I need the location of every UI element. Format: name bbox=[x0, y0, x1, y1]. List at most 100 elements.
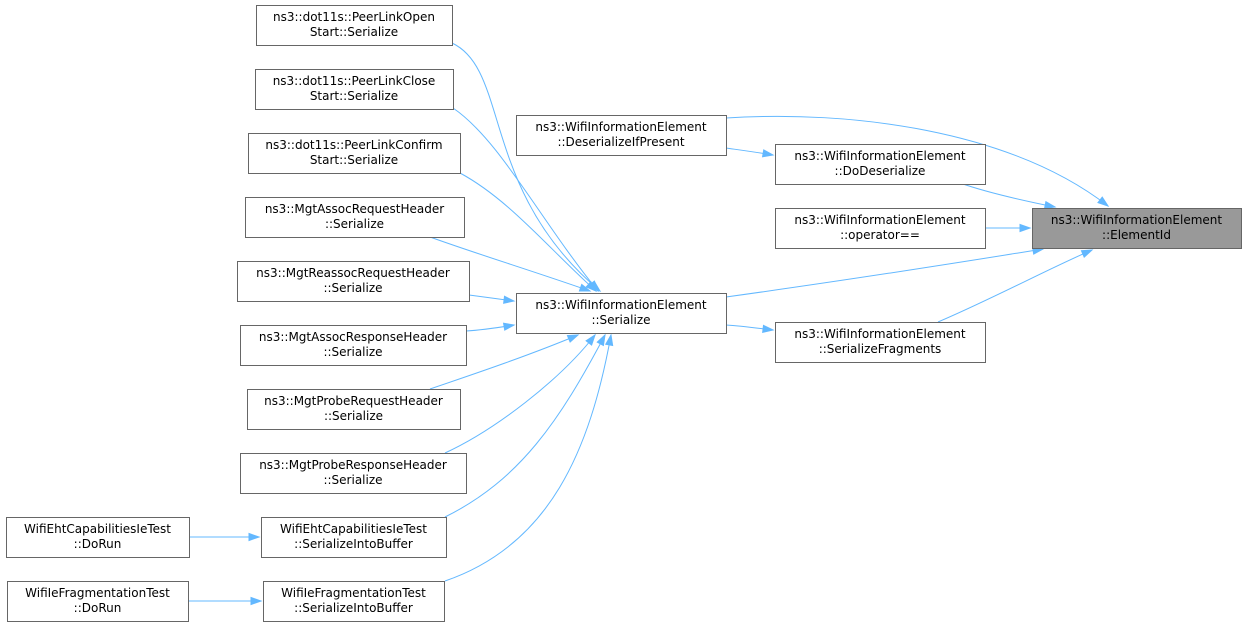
edge-line bbox=[444, 334, 612, 582]
arrowhead-icon bbox=[1043, 200, 1057, 210]
node-ehtDoRun[interactable]: WifiEhtCapabilitiesIeTest::DoRun bbox=[6, 517, 190, 558]
edge-reassocRequest-to-serialize bbox=[468, 294, 516, 304]
arrowhead-icon bbox=[1019, 223, 1032, 233]
node-peerLinkOpen[interactable]: ns3::dot11s::PeerLinkOpenStart::Serializ… bbox=[256, 5, 453, 46]
edge-serialize-to-serializeFragments bbox=[725, 324, 775, 333]
node-label-line1: ns3::WifiInformationElement bbox=[1051, 213, 1223, 227]
arrowhead-icon bbox=[596, 333, 606, 347]
node-box bbox=[255, 69, 454, 110]
arrowhead-icon bbox=[250, 596, 263, 606]
edge-operatorEq-to-root bbox=[985, 223, 1032, 233]
arrowhead-icon bbox=[1097, 196, 1110, 207]
edge-assocResponse-to-serialize bbox=[465, 322, 516, 332]
edge-assocRequest-to-serialize bbox=[429, 236, 592, 292]
node-box bbox=[775, 322, 986, 363]
node-label-line1: WifiEhtCapabilitiesIeTest bbox=[280, 522, 427, 536]
edge-ehtDoRun-to-ehtSerializeIntoBuffer bbox=[189, 532, 261, 542]
node-operatorEq[interactable]: ns3::WifiInformationElement::operator== bbox=[775, 208, 986, 249]
node-reassocRequest[interactable]: ns3::MgtReassocRequestHeader::Serialize bbox=[237, 261, 470, 302]
arrowhead-icon bbox=[585, 280, 598, 293]
node-label-line1: ns3::MgtAssocResponseHeader bbox=[259, 330, 447, 344]
node-label-line1: ns3::WifiInformationElement bbox=[794, 149, 966, 163]
node-assocRequest[interactable]: ns3::MgtAssocRequestHeader::Serialize bbox=[245, 197, 465, 238]
node-serializeFragments[interactable]: ns3::WifiInformationElement::SerializeFr… bbox=[775, 322, 986, 363]
node-label-line1: ns3::MgtProbeResponseHeader bbox=[259, 458, 447, 472]
edge-peerLinkOpen-to-serialize bbox=[451, 42, 602, 292]
node-label-line2: ::SerializeIntoBuffer bbox=[294, 601, 413, 615]
node-label-line2: ::Serialize bbox=[323, 473, 382, 487]
edge-line bbox=[429, 334, 579, 390]
node-box bbox=[248, 133, 461, 174]
node-label-line2: ::SerializeFragments bbox=[819, 342, 942, 356]
arrowhead-icon bbox=[604, 333, 614, 347]
node-serialize[interactable]: ns3::WifiInformationElement::Serialize bbox=[516, 293, 727, 334]
arrowhead-icon bbox=[762, 324, 775, 333]
edge-line bbox=[444, 334, 606, 518]
node-label-line1: ns3::dot11s::PeerLinkOpen bbox=[273, 10, 435, 24]
node-label-line2: ::SerializeIntoBuffer bbox=[294, 537, 413, 551]
node-peerLinkClose[interactable]: ns3::dot11s::PeerLinkCloseStart::Seriali… bbox=[255, 69, 454, 110]
edge-line bbox=[451, 42, 601, 292]
arrowhead-icon bbox=[585, 333, 596, 346]
edge-serializeFragments-to-root bbox=[937, 249, 1094, 323]
edge-line bbox=[959, 182, 1056, 208]
node-box bbox=[7, 581, 189, 622]
edge-probeRequest-to-serialize bbox=[429, 334, 580, 390]
arrowhead-icon bbox=[1080, 249, 1094, 259]
node-label-line2: ::DoRun bbox=[74, 601, 122, 615]
edge-deserializeIfPresent-to-doDeserialize bbox=[725, 147, 775, 158]
node-fragSerializeIntoBuffer[interactable]: WifiIeFragmentationTest::SerializeIntoBu… bbox=[263, 581, 445, 622]
node-label-line2: ::DoDeserialize bbox=[835, 164, 926, 178]
node-label-line2: ::DoRun bbox=[74, 537, 122, 551]
edge-line bbox=[429, 236, 591, 292]
edge-line bbox=[459, 172, 597, 292]
edge-probeResponse-to-serialize bbox=[444, 333, 596, 454]
nodes-layer: ns3::WifiInformationElement::ElementIdns… bbox=[6, 5, 1242, 622]
node-label-line2: ::Serialize bbox=[591, 313, 650, 327]
edge-fragSerializeIntoBuffer-to-serialize bbox=[444, 333, 614, 582]
node-label-line1: ns3::WifiInformationElement bbox=[535, 298, 707, 312]
node-label-line2: Start::Serialize bbox=[310, 153, 398, 167]
node-probeResponse[interactable]: ns3::MgtProbeResponseHeader::Serialize bbox=[240, 453, 467, 494]
node-box bbox=[516, 293, 727, 334]
node-box bbox=[240, 325, 467, 366]
node-label-line1: ns3::dot11s::PeerLinkConfirm bbox=[265, 138, 442, 152]
node-box bbox=[263, 581, 445, 622]
arrowhead-icon bbox=[502, 322, 516, 331]
node-label-line2: ::DeserializeIfPresent bbox=[557, 135, 684, 149]
node-label-line1: ns3::WifiInformationElement bbox=[535, 120, 707, 134]
arrowhead-icon bbox=[578, 283, 592, 292]
edge-line bbox=[452, 107, 599, 292]
node-box bbox=[256, 5, 453, 46]
node-box bbox=[240, 453, 467, 494]
node-label-line2: Start::Serialize bbox=[310, 25, 398, 39]
node-label-line1: ns3::dot11s::PeerLinkClose bbox=[273, 74, 436, 88]
node-box bbox=[775, 208, 986, 249]
node-peerLinkConfirm[interactable]: ns3::dot11s::PeerLinkConfirmStart::Seria… bbox=[248, 133, 461, 174]
node-doDeserialize[interactable]: ns3::WifiInformationElement::DoDeseriali… bbox=[775, 144, 986, 185]
node-box bbox=[247, 389, 461, 430]
edge-peerLinkConfirm-to-serialize bbox=[459, 172, 598, 293]
node-probeRequest[interactable]: ns3::MgtProbeRequestHeader::Serialize bbox=[247, 389, 461, 430]
node-label-line1: WifiEhtCapabilitiesIeTest bbox=[24, 522, 171, 536]
node-label-line1: WifiIeFragmentationTest bbox=[281, 586, 426, 600]
arrowhead-icon bbox=[248, 532, 261, 542]
node-fragDoRun[interactable]: WifiIeFragmentationTest::DoRun bbox=[7, 581, 189, 622]
edges-layer bbox=[188, 42, 1110, 606]
node-box bbox=[237, 261, 470, 302]
node-box bbox=[775, 144, 986, 185]
node-assocResponse[interactable]: ns3::MgtAssocResponseHeader::Serialize bbox=[240, 325, 467, 366]
edge-deserializeIfPresent-to-root bbox=[725, 115, 1110, 207]
arrowhead-icon bbox=[761, 149, 775, 158]
node-label-line2: ::Serialize bbox=[325, 217, 384, 231]
node-label-line2: ::Serialize bbox=[324, 409, 383, 423]
node-label-line1: ns3::MgtProbeRequestHeader bbox=[264, 394, 443, 408]
node-box bbox=[6, 517, 190, 558]
edge-line bbox=[937, 249, 1093, 323]
node-ehtSerializeIntoBuffer[interactable]: WifiEhtCapabilitiesIeTest::SerializeInto… bbox=[261, 517, 447, 558]
node-label-line2: ::Serialize bbox=[323, 345, 382, 359]
node-label-line1: ns3::MgtReassocRequestHeader bbox=[256, 266, 450, 280]
edge-fragDoRun-to-fragSerializeIntoBuffer bbox=[188, 596, 263, 606]
node-label-line2: ::Serialize bbox=[323, 281, 382, 295]
node-deserializeIfPresent[interactable]: ns3::WifiInformationElement::Deserialize… bbox=[516, 115, 727, 156]
